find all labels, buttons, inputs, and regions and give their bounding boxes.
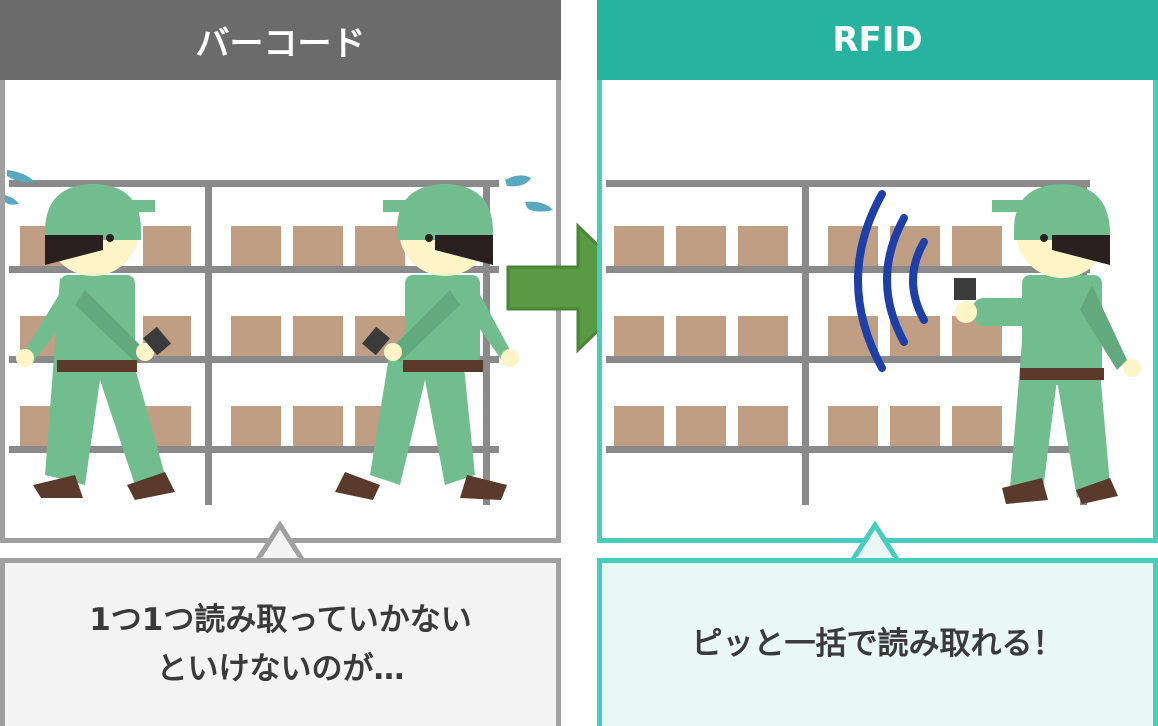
rfid-caption: ピッと一括で読み取れる！ — [597, 558, 1158, 726]
rfid-caption-pointer — [850, 521, 900, 561]
rfid-illustration — [602, 80, 1158, 543]
barcode-scene — [0, 80, 561, 543]
barcode-illustration — [5, 80, 566, 543]
barcode-caption-line1: 1つ1つ読み取っていかない — [89, 596, 472, 644]
barcode-header: バーコード — [0, 0, 561, 80]
barcode-title: バーコード — [196, 16, 366, 65]
barcode-caption-pointer — [255, 521, 305, 561]
barcode-panel: バーコード — [0, 0, 561, 726]
barcode-caption: 1つ1つ読み取っていかない といけないのが… — [0, 558, 561, 726]
rfid-scene — [597, 80, 1158, 543]
barcode-caption-line2: といけないのが… — [89, 645, 472, 693]
rfid-caption-text: ピッと一括で読み取れる！ — [692, 620, 1064, 668]
rfid-header: RFID — [597, 0, 1158, 80]
rfid-panel: RFID — [597, 0, 1158, 726]
rfid-title: RFID — [832, 20, 922, 60]
